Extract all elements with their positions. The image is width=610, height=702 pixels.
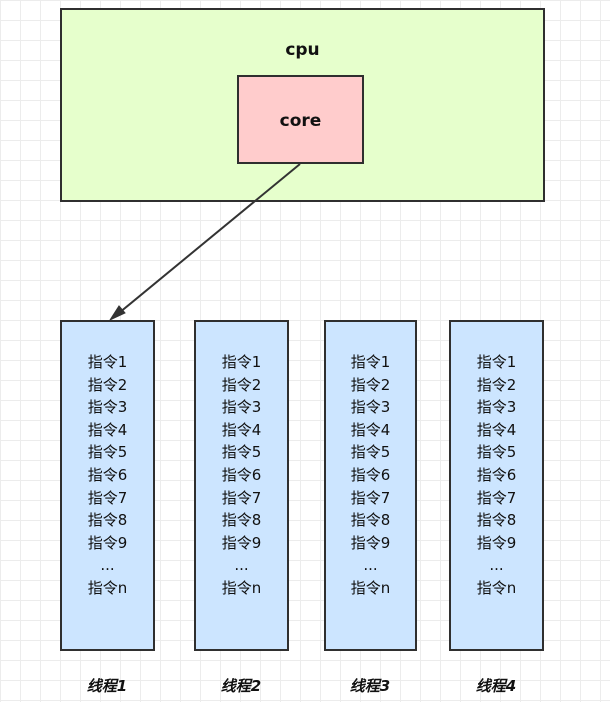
instruction-item: 指令n [350, 578, 391, 597]
instruction-item: 指令5 [350, 443, 391, 462]
instruction-item: 指令2 [476, 375, 517, 394]
instruction-item: 指令n [221, 578, 262, 597]
instruction-item: ... [363, 556, 378, 575]
instruction-item: 指令7 [350, 488, 391, 507]
instruction-list: 指令1 指令2 指令3 指令4 指令5 指令6 指令7 指令8 指令9 ... … [62, 351, 153, 600]
instruction-item: 指令7 [221, 488, 262, 507]
core-label: core [279, 111, 322, 131]
instruction-item: 指令3 [221, 398, 262, 417]
instruction-item: 指令9 [87, 533, 128, 552]
instruction-item: 指令8 [87, 511, 128, 530]
instruction-item: 指令n [87, 578, 128, 597]
instruction-item: 指令8 [476, 511, 517, 530]
instruction-list: 指令1 指令2 指令3 指令4 指令5 指令6 指令7 指令8 指令9 ... … [196, 351, 287, 600]
instruction-item: 指令1 [87, 353, 128, 371]
instruction-item: 指令6 [350, 465, 391, 484]
thread-box-2: 指令1 指令2 指令3 指令4 指令5 指令6 指令7 指令8 指令9 ... … [194, 320, 289, 651]
thread-label-3: 线程3 [349, 677, 391, 695]
instruction-item: 指令4 [476, 420, 517, 439]
instruction-item: 指令8 [350, 511, 391, 530]
thread-label-4: 线程4 [475, 677, 517, 695]
thread-label-2: 线程2 [220, 677, 262, 695]
instruction-item: 指令9 [350, 533, 391, 552]
instruction-item: 指令6 [476, 465, 517, 484]
cpu-label: cpu [285, 40, 320, 60]
instruction-item: 指令4 [221, 420, 262, 439]
thread-box-3: 指令1 指令2 指令3 指令4 指令5 指令6 指令7 指令8 指令9 ... … [324, 320, 417, 651]
instruction-item: 指令3 [350, 398, 391, 417]
instruction-item: ... [234, 556, 249, 575]
thread-box-1: 指令1 指令2 指令3 指令4 指令5 指令6 指令7 指令8 指令9 ... … [60, 320, 155, 651]
arrow-line [118, 163, 301, 314]
instruction-item: 指令9 [476, 533, 517, 552]
instruction-list: 指令1 指令2 指令3 指令4 指令5 指令6 指令7 指令8 指令9 ... … [451, 351, 542, 600]
instruction-item: 指令4 [350, 420, 391, 439]
instruction-item: 指令4 [87, 420, 128, 439]
instruction-item: 指令7 [87, 488, 128, 507]
instruction-item: 指令3 [87, 398, 128, 417]
instruction-list: 指令1 指令2 指令3 指令4 指令5 指令6 指令7 指令8 指令9 ... … [326, 351, 415, 600]
instruction-item: 指令5 [221, 443, 262, 462]
instruction-item: 指令1 [476, 353, 517, 371]
arrow-head [108, 305, 126, 322]
instruction-item: 指令1 [350, 353, 391, 371]
core-box: core [237, 75, 364, 164]
instruction-item: 指令n [476, 578, 517, 597]
thread-box-4: 指令1 指令2 指令3 指令4 指令5 指令6 指令7 指令8 指令9 ... … [449, 320, 544, 651]
instruction-item: 指令7 [476, 488, 517, 507]
instruction-item: 指令2 [87, 375, 128, 394]
instruction-item: 指令2 [350, 375, 391, 394]
thread-label-1: 线程1 [86, 677, 128, 695]
instruction-item: 指令5 [476, 443, 517, 462]
instruction-item: 指令8 [221, 511, 262, 530]
instruction-item: 指令2 [221, 375, 262, 394]
instruction-item: 指令9 [221, 533, 262, 552]
instruction-item: 指令1 [221, 353, 262, 371]
instruction-item: ... [489, 556, 504, 575]
instruction-item: 指令6 [87, 465, 128, 484]
instruction-item: ... [100, 556, 115, 575]
instruction-item: 指令5 [87, 443, 128, 462]
instruction-item: 指令6 [221, 465, 262, 484]
instruction-item: 指令3 [476, 398, 517, 417]
